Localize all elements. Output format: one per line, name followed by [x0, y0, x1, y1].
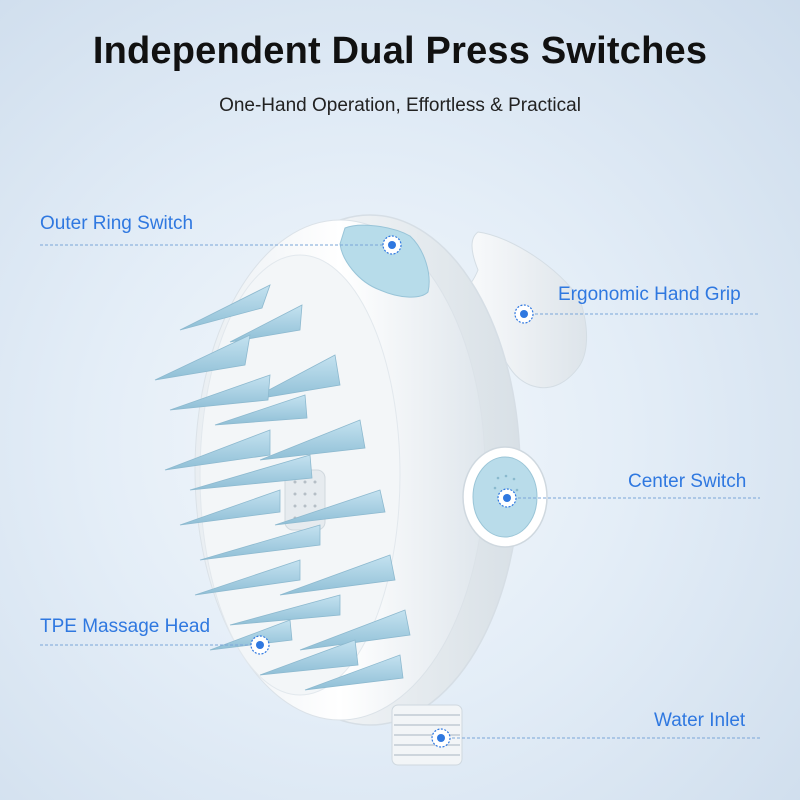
marker-center-switch — [497, 488, 517, 508]
label-outer-ring-switch: Outer Ring Switch — [40, 213, 194, 234]
page-title: Independent Dual Press Switches — [92, 30, 708, 72]
callout-markers — [250, 235, 534, 748]
marker-water-inlet — [431, 728, 451, 748]
marker-outer-ring — [382, 235, 402, 255]
marker-hand-grip — [514, 304, 534, 324]
label-tpe-massage-head: TPE Massage Head — [40, 616, 211, 637]
callout-lines — [40, 244, 760, 739]
page-subtitle: One-Hand Operation, Effortless & Practic… — [219, 95, 581, 116]
label-ergonomic-hand-grip: Ergonomic Hand Grip — [558, 284, 741, 305]
outer-ring-switch — [339, 224, 430, 298]
marker-massage-head — [250, 635, 270, 655]
water-inlet-thread — [391, 704, 463, 766]
label-water-inlet: Water Inlet — [654, 710, 746, 731]
tpe-bristles — [154, 284, 411, 691]
label-center-switch: Center Switch — [628, 471, 747, 492]
